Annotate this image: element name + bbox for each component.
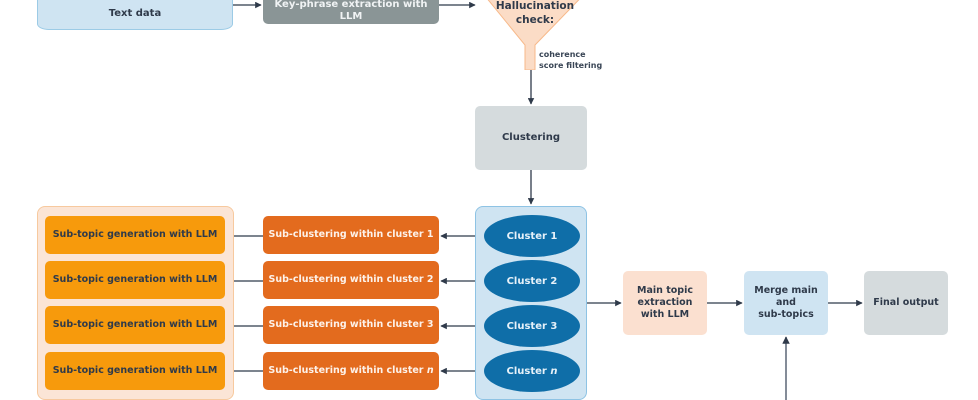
subclustering-node-3: Sub-clustering within cluster 3 (263, 306, 439, 344)
subtopic-label: Sub-topic generation with LLM (52, 319, 218, 331)
subtopic-label: Sub-topic generation with LLM (52, 274, 218, 286)
cluster-label: Cluster 3 (506, 320, 558, 332)
final-output-node: Final output (864, 271, 948, 335)
subtopic-label: Sub-topic generation with LLM (52, 229, 218, 241)
subtopic-node-1: Sub-topic generation with LLM (45, 216, 225, 254)
coherence-note-line2: score filtering (539, 60, 603, 70)
coherence-note: coherence score filtering (539, 50, 602, 72)
keyphrase-extraction-node: Key-phrase extraction with LLM (263, 0, 439, 24)
subclustering-label: Sub-clustering within cluster n (268, 365, 434, 377)
cluster-1-node: Cluster 1 (484, 215, 580, 257)
subclustering-label: Sub-clustering within cluster 3 (268, 319, 434, 331)
cluster-n-node: Cluster n (484, 350, 580, 392)
clustering-node: Clustering (475, 106, 587, 170)
main-topic-label: Main topic extraction with LLM (637, 285, 693, 320)
cluster-label: Cluster 2 (506, 275, 558, 287)
cluster-label: Cluster n (506, 365, 558, 377)
subclustering-node-2: Sub-clustering within cluster 2 (263, 261, 439, 299)
text-data-label: Text data (108, 7, 162, 19)
merge-node: Merge main and sub-topics (744, 271, 828, 335)
cluster-2-node: Cluster 2 (484, 260, 580, 302)
coherence-note-line1: coherence (539, 50, 586, 59)
cluster-3-node: Cluster 3 (484, 305, 580, 347)
hallucination-funnel-shape (487, 0, 580, 70)
keyphrase-extraction-label: Key-phrase extraction with LLM (274, 0, 428, 22)
text-data-node: Text data (37, 0, 233, 30)
subclustering-node-n: Sub-clustering within cluster n (263, 352, 439, 390)
final-output-label: Final output (873, 297, 939, 309)
cluster-label: Cluster 1 (506, 230, 558, 242)
subtopic-node-n: Sub-topic generation with LLM (45, 352, 225, 390)
subclustering-node-1: Sub-clustering within cluster 1 (263, 216, 439, 254)
clustering-label: Clustering (501, 131, 561, 143)
hallucination-check-line1: Hallucination (495, 0, 575, 12)
subclustering-label: Sub-clustering within cluster 1 (268, 229, 434, 241)
main-topic-extraction-node: Main topic extraction with LLM (623, 271, 707, 335)
hallucination-check-line2: check: (515, 13, 555, 26)
merge-label: Merge main and sub-topics (754, 285, 818, 320)
subtopic-node-3: Sub-topic generation with LLM (45, 306, 225, 344)
hallucination-check-label: Hallucination check: (470, 0, 600, 27)
subclustering-label: Sub-clustering within cluster 2 (268, 274, 434, 286)
subtopic-label: Sub-topic generation with LLM (52, 365, 218, 377)
subtopic-node-2: Sub-topic generation with LLM (45, 261, 225, 299)
